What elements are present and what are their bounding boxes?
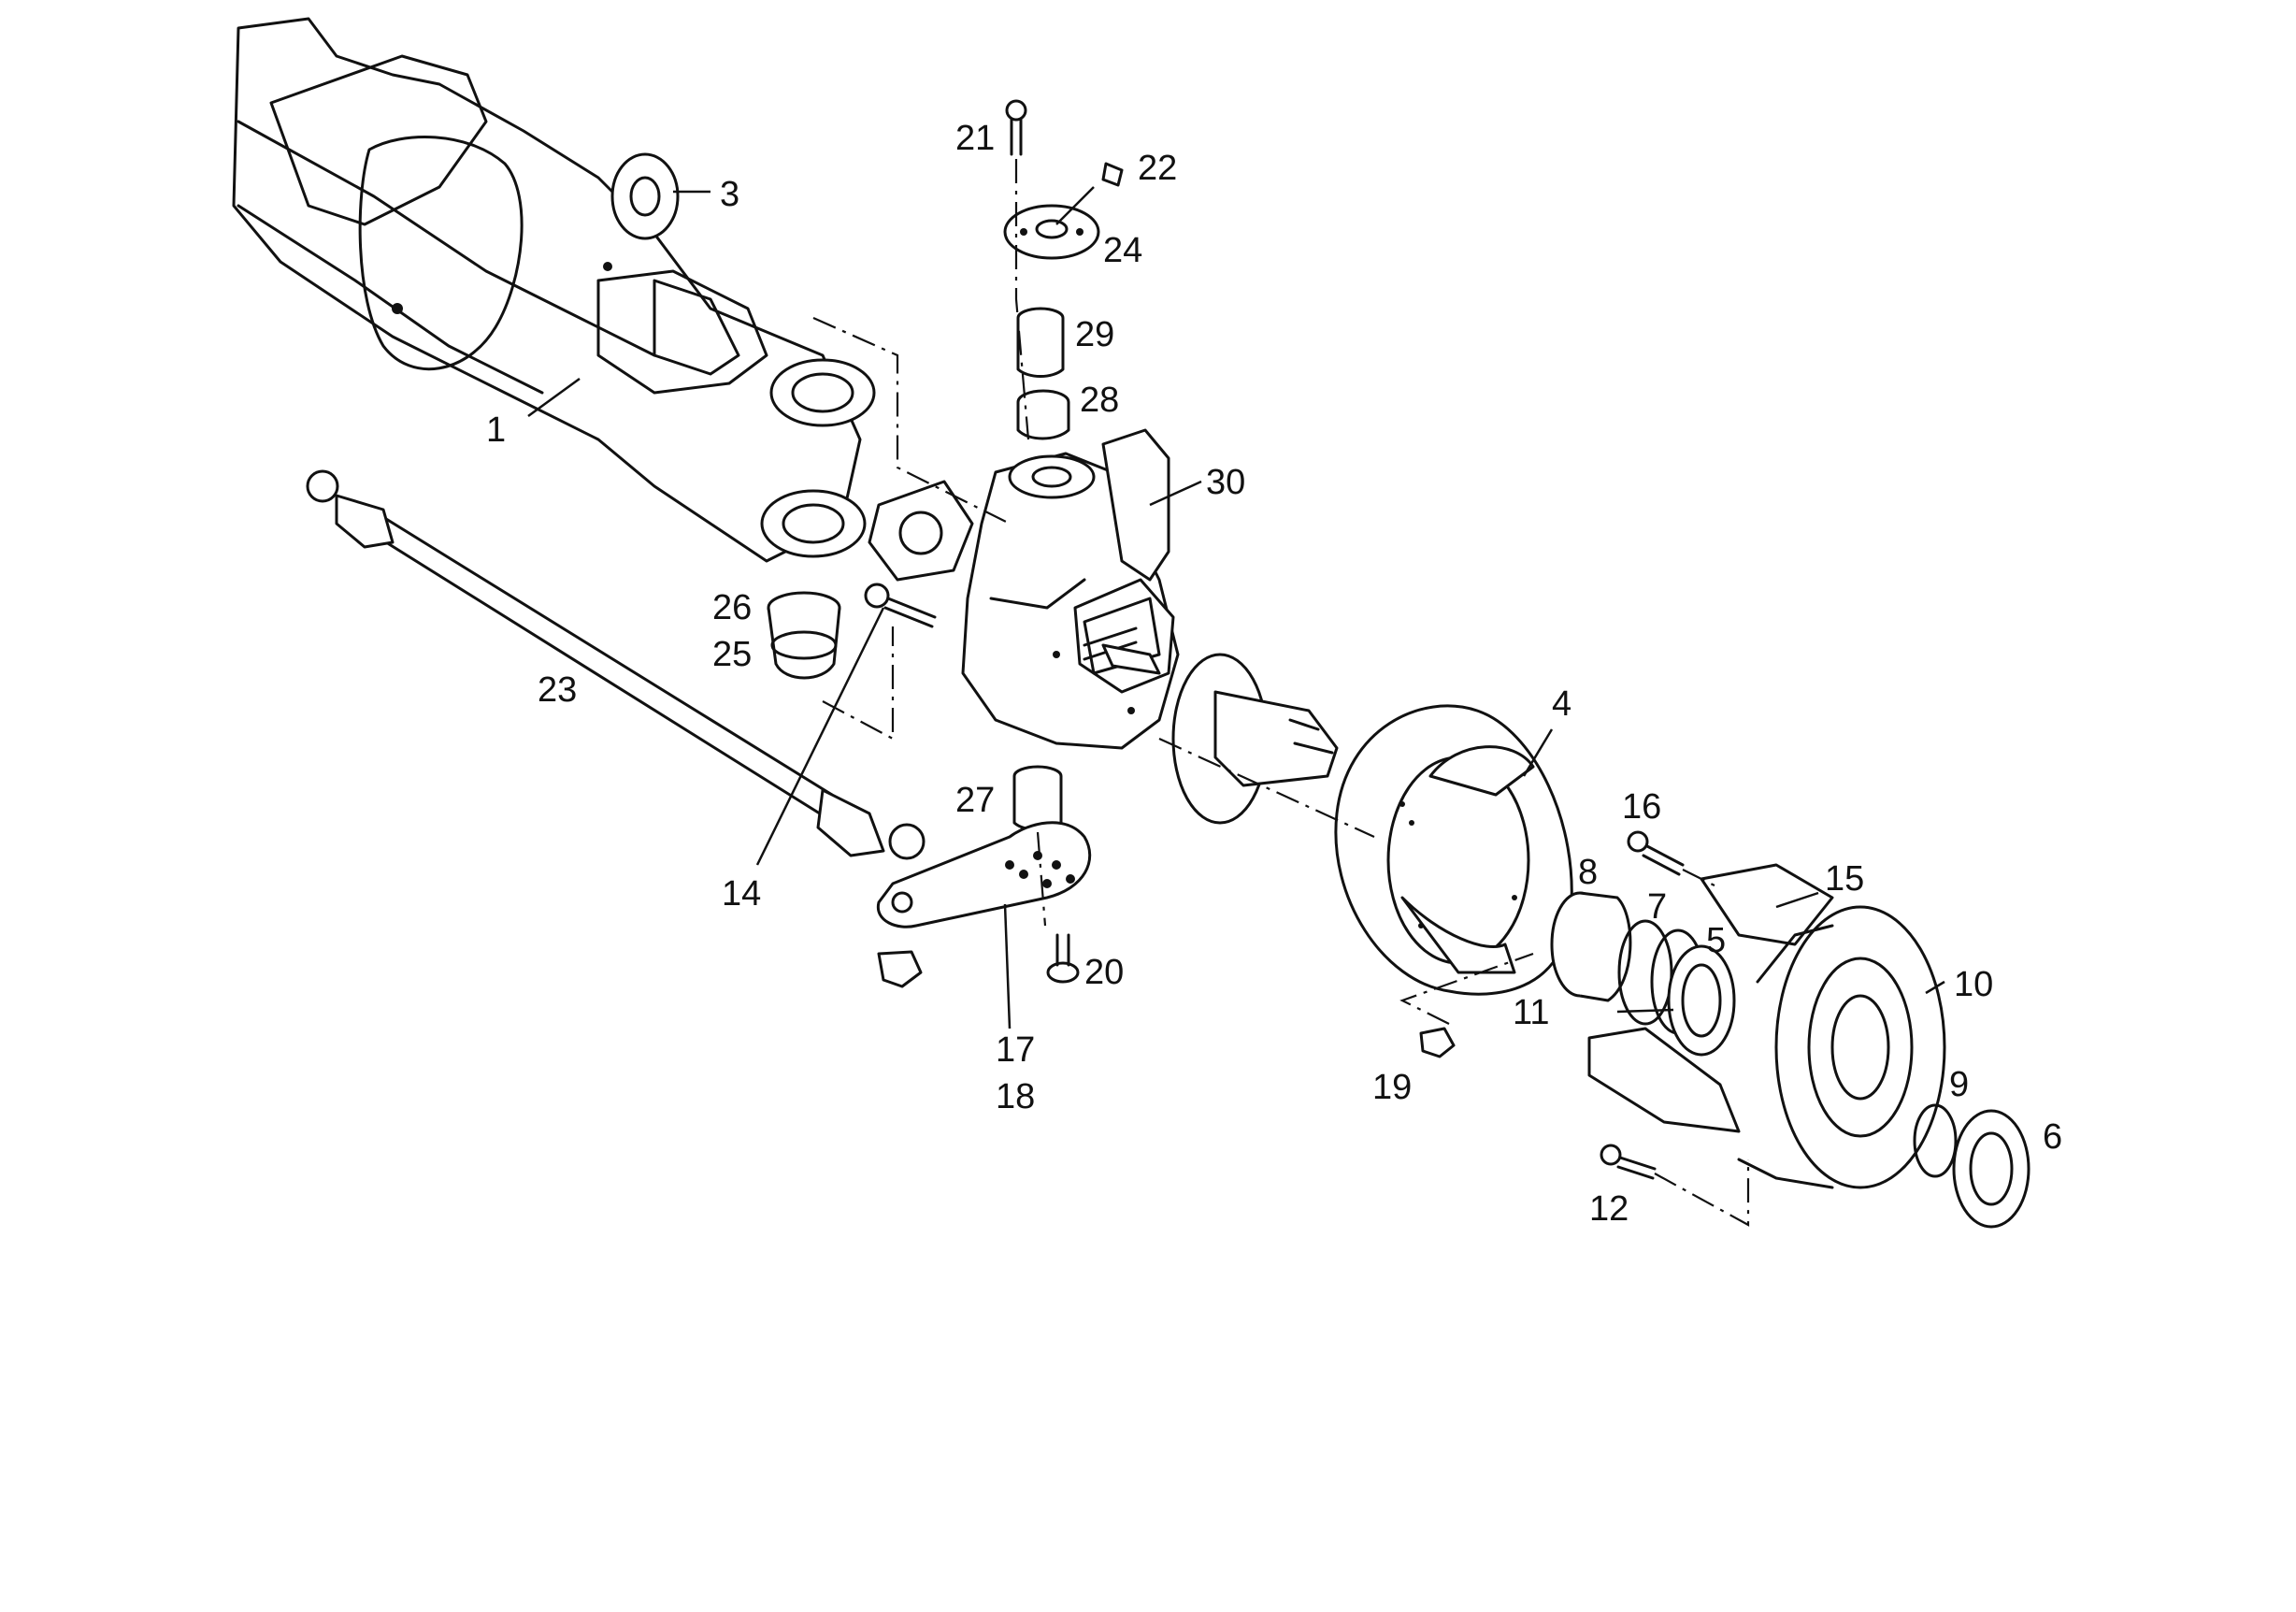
wheel-hub [1419,830,2031,1229]
callout-21: 21 [955,119,995,158]
callout-22: 22 [1138,149,1177,188]
steering-arm [876,821,1092,988]
callout-29: 29 [1075,315,1114,354]
callout-24: 24 [1103,231,1142,270]
callout-labels: 1 3 4 5 6 7 8 9 10 11 12 14 15 16 17 18 … [486,119,2062,1229]
bushing-25-26 [767,591,841,680]
callout-7: 7 [1647,887,1667,927]
callout-8: 8 [1578,853,1598,892]
callout-20: 20 [1084,953,1124,992]
axle-housing [232,17,876,563]
callout-14: 14 [722,874,761,914]
callout-28: 28 [1080,381,1119,420]
leader-lines [527,186,1945,1029]
kingpin-parts [1003,99,1124,440]
callout-18: 18 [996,1077,1035,1116]
callout-3: 3 [720,175,739,214]
callout-6: 6 [2043,1117,2062,1157]
steering-knuckle [961,428,1180,750]
callout-12: 12 [1589,1189,1629,1229]
callout-30: 30 [1206,463,1245,502]
spindle [1101,643,1339,825]
bolt-14 [864,583,937,628]
callout-4: 4 [1552,684,1571,724]
bushing-27 [1012,765,1063,831]
universal-joint [868,480,974,582]
callout-16: 16 [1622,787,1661,827]
callout-27: 27 [955,781,995,820]
tie-rod [306,469,926,860]
bearing-8 [1550,891,1632,1002]
brake-backing-plate [1334,704,1573,996]
callout-11: 11 [1513,993,1549,1032]
assembly-axes [812,159,1750,1227]
callout-5: 5 [1706,921,1726,960]
callout-25: 25 [712,635,752,674]
callout-10: 10 [1954,965,1993,1004]
callout-23: 23 [538,670,577,710]
callout-1: 1 [486,410,506,450]
callout-26: 26 [712,588,752,627]
callout-9: 9 [1949,1065,1969,1104]
seals-rings [1617,919,1736,1057]
callout-19: 19 [1372,1068,1412,1107]
callout-17: 17 [996,1030,1035,1070]
callout-15: 15 [1825,859,1864,899]
